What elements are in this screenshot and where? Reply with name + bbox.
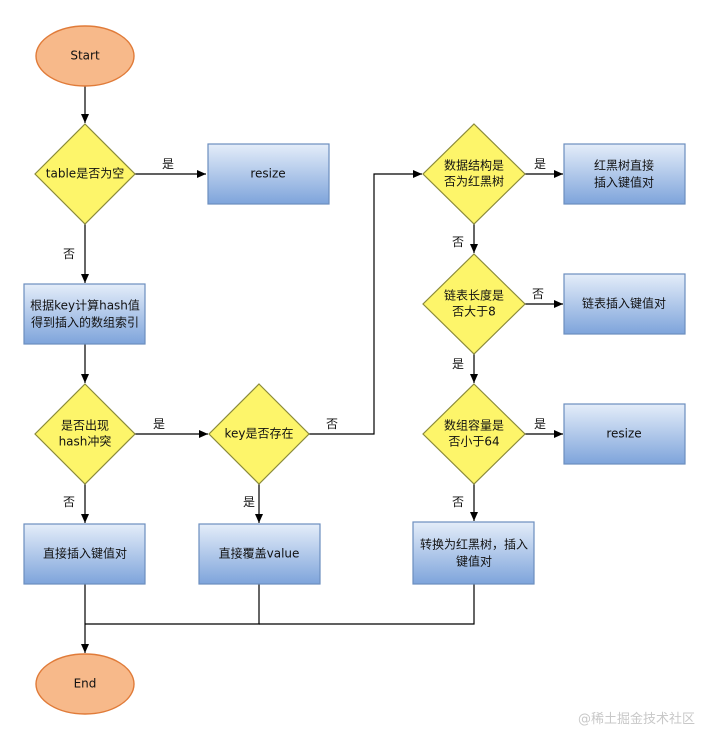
list-length-label-1: 链表长度是 (444, 288, 504, 303)
end-label: End (74, 677, 97, 691)
treeify-box (412, 521, 535, 585)
list-length-decision (422, 253, 526, 355)
is-tree-decision (422, 123, 526, 225)
overwrite-box (198, 523, 321, 585)
list-insert-label: 链表插入键值对 (582, 296, 666, 311)
hash-conflict-label-2: hash冲突 (59, 434, 112, 449)
resize-right-label: resize (606, 427, 641, 441)
label-yes-list-len: 是 (452, 357, 464, 371)
array-capacity-label-1: 数组容量是 (444, 418, 504, 433)
edge-overwrite-merge (85, 584, 260, 625)
is-tree-label-2: 否为红黑树 (444, 174, 504, 189)
calc-hash-label-1: 根据key计算hash值 (30, 298, 140, 313)
label-yes-table-empty: 是 (162, 157, 174, 171)
direct-insert-label: 直接插入键值对 (43, 546, 127, 561)
direct-insert-box (23, 523, 146, 585)
label-no-conflict: 否 (63, 495, 75, 509)
tree-insert-label-1: 红黑树直接 (594, 158, 654, 173)
treeify-label-2: 键值对 (456, 554, 492, 569)
label-yes-conflict: 是 (153, 417, 165, 431)
table-empty-label: table是否为空 (46, 167, 124, 181)
array-capacity-label-2: 否小于64 (448, 435, 499, 449)
edge-key-exists-no (309, 170, 422, 435)
label-no-list-len: 否 (532, 287, 544, 301)
key-exists-label: key是否存在 (224, 427, 293, 441)
hash-conflict-label-1: 是否出现 (61, 419, 109, 433)
hash-conflict-decision (34, 383, 136, 485)
calc-hash-box (23, 283, 146, 345)
table-empty-decision (34, 123, 136, 225)
list-length-label-2: 否大于8 (452, 305, 496, 319)
label-yes-key-exists: 是 (243, 495, 255, 509)
watermark: @稀土掘金技术社区 (577, 712, 695, 727)
end-node (35, 653, 135, 715)
edge-treeify-merge (259, 584, 475, 625)
treeify-label-1: 转换为红黑树，插入 (420, 537, 528, 552)
is-tree-label-1: 数据结构是 (444, 158, 504, 173)
tree-insert-label-2: 插入键值对 (594, 175, 654, 190)
key-exists-decision (208, 383, 310, 485)
overwrite-label: 直接覆盖value (219, 546, 300, 561)
tree-insert-box (563, 143, 686, 205)
label-no-array-cap: 否 (452, 495, 464, 509)
start-label: Start (70, 49, 100, 63)
label-no-key-exists: 否 (326, 417, 338, 431)
resize-top-box (207, 143, 330, 205)
resize-top-label: resize (250, 167, 285, 181)
list-insert-box (563, 273, 686, 335)
label-no-is-tree: 否 (452, 235, 464, 249)
array-capacity-decision (422, 383, 526, 485)
start-node (35, 25, 135, 87)
label-yes-array-cap: 是 (534, 417, 546, 431)
resize-right-box (563, 403, 686, 465)
label-no-table-empty: 否 (63, 247, 75, 261)
label-yes-is-tree: 是 (534, 157, 546, 171)
calc-hash-label-2: 得到插入的数组索引 (31, 315, 139, 330)
